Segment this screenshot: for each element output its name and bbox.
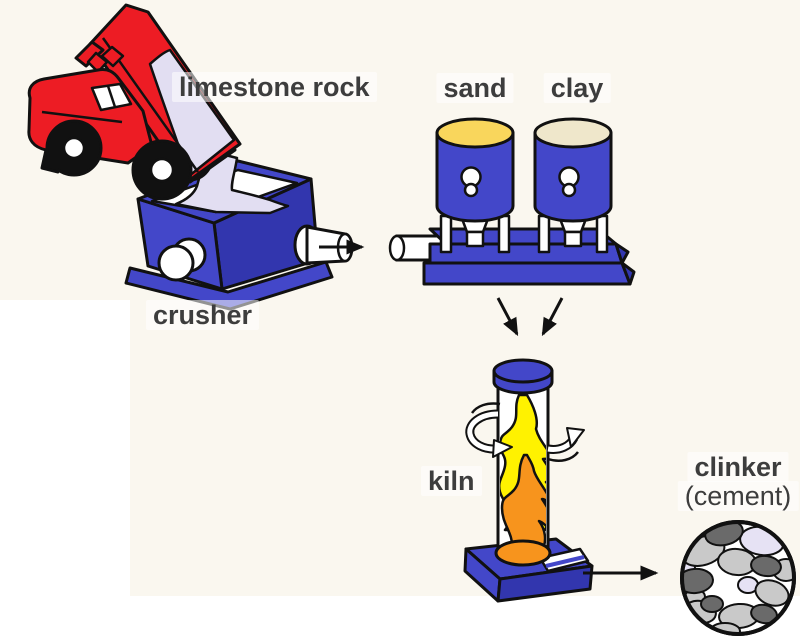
truck-exhaust-stack2 [100, 45, 125, 68]
clay-tank-leg-right [595, 214, 609, 254]
arrow-clay-to-kiln [541, 297, 564, 337]
truck-bed-lip [74, 40, 105, 68]
background-white-left [0, 300, 130, 640]
label-crusher: crusher [146, 300, 260, 331]
clay-tank-leg-left [537, 214, 551, 254]
label-clinker: clinker [687, 452, 789, 483]
label-sand: sand [436, 73, 514, 104]
label-clay: clay [543, 73, 611, 104]
label-kiln: kiln [421, 466, 482, 497]
background-white-bottom [0, 596, 800, 640]
platform-step1-side [614, 242, 630, 265]
sand-tank-knob-small [463, 182, 479, 198]
sand-tank-top [435, 117, 515, 149]
kiln-icon [463, 358, 594, 603]
sand-tank-funnel-stem [465, 230, 485, 248]
clay-tank-top [533, 117, 613, 149]
clinker-ball-icon [680, 520, 796, 636]
platform-step1 [428, 242, 624, 265]
sand-tank-icon [435, 117, 515, 254]
crusher-knob [157, 244, 195, 282]
sand-tank-leg-right [497, 214, 511, 254]
truck-hood-line [41, 110, 123, 124]
flame-orange [500, 453, 546, 551]
clay-tank-icon [533, 117, 613, 254]
clinker-circle-outline [680, 520, 796, 636]
rotation-curl-right [547, 451, 579, 462]
crusher-base [124, 260, 334, 311]
kiln-ember-mound [494, 539, 552, 567]
truck-window-divider [106, 85, 117, 108]
platform-step2-side [620, 261, 636, 286]
label-limestone-rock: limestone rock [172, 72, 377, 103]
kiln-cap [492, 358, 554, 395]
flow-arrows [319, 239, 659, 581]
arrow-sand-to-kiln [496, 297, 519, 337]
rotation-arrows-icon [465, 402, 585, 462]
truck-rear-hub [149, 157, 175, 183]
platform-top-face [428, 227, 618, 246]
label-clinker-sub: (cement) [677, 481, 799, 512]
inlet-pipe-end [388, 234, 406, 262]
rotation-arrow-right-head [566, 427, 585, 448]
kiln-base-front-right [496, 564, 594, 603]
platform-step2 [422, 261, 632, 286]
rotation-arrow-left-head [492, 439, 513, 458]
sand-tank-leg-left [439, 214, 453, 254]
kiln-chute-stripe [545, 555, 585, 568]
rotation-arrow-left-band [467, 411, 499, 452]
clay-tank-knob-small [561, 182, 577, 198]
rotation-curl-left [470, 402, 501, 414]
truck-front-hub [62, 136, 86, 160]
kiln-cap-top [492, 358, 554, 384]
clay-tank-funnel-stem [563, 230, 583, 248]
